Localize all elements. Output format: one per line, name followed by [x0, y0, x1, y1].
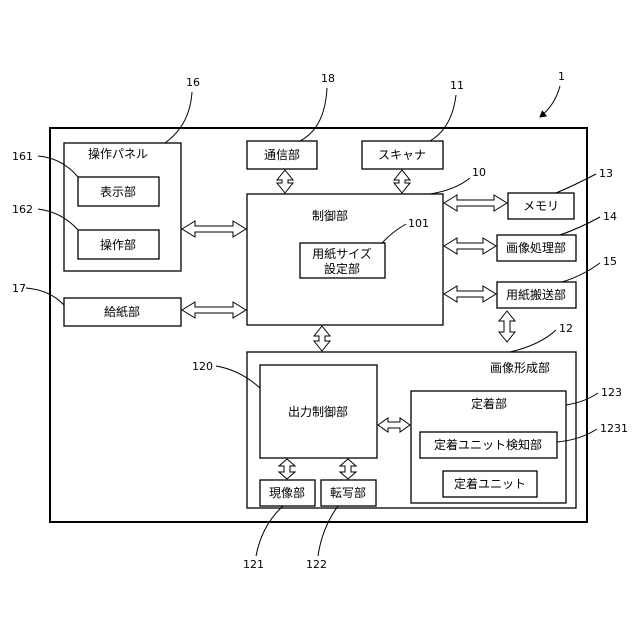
ref-paper-transport: 15	[603, 255, 617, 268]
lead-paper-transport	[562, 263, 600, 282]
ref-display: 161	[12, 150, 33, 163]
fixing-unit-detector-label: 定着ユニット検知部	[434, 437, 542, 452]
arrow-control-imageproc	[444, 238, 496, 254]
arrow-scanner-control	[394, 170, 410, 193]
memory-label: メモリ	[523, 199, 559, 213]
ref-paper-size-setting: 101	[408, 217, 429, 230]
lead-memory	[556, 174, 596, 193]
ref-fixing: 123	[601, 386, 622, 399]
operation-label: 操作部	[100, 237, 136, 252]
fixing-label: 定着部	[471, 396, 507, 411]
communication-label: 通信部	[264, 147, 300, 162]
control-label: 制御部	[312, 208, 348, 223]
ref-device: 1	[558, 70, 565, 83]
lead-paper-feed	[26, 288, 64, 305]
arrow-feed-control	[182, 302, 246, 318]
paper-transport-label: 用紙搬送部	[506, 287, 566, 302]
ref-memory: 13	[599, 167, 613, 180]
ref-operation-panel: 16	[186, 76, 200, 89]
ref-communication: 18	[321, 72, 335, 85]
arrow-comm-control	[277, 170, 293, 193]
fixing-unit-label: 定着ユニット	[454, 476, 526, 491]
lead-operation-panel	[165, 92, 192, 143]
image-forming-label: 画像形成部	[490, 360, 550, 375]
ref-image-processing: 14	[603, 210, 617, 223]
ref-paper-feed: 17	[12, 282, 26, 295]
ref-output-control: 120	[192, 360, 213, 373]
ref-transfer: 122	[306, 558, 327, 571]
paper-size-setting-label-1: 用紙サイズ	[312, 246, 372, 261]
lead-developing	[256, 506, 283, 556]
lead-image-forming	[510, 330, 556, 352]
lead-scanner	[430, 95, 456, 141]
ref-scanner: 11	[450, 79, 464, 92]
lead-transfer	[318, 506, 338, 556]
arrow-control-memory	[444, 195, 507, 211]
ref-developing: 121	[243, 558, 264, 571]
scanner-label: スキャナ	[378, 148, 426, 162]
ref-control: 10	[472, 166, 486, 179]
device-ref-arrow	[540, 86, 560, 117]
developing-label: 現像部	[269, 485, 305, 500]
arrow-control-imageforming	[314, 326, 330, 351]
lead-communication	[300, 88, 327, 141]
ref-fixing-unit-detector: 1231	[600, 422, 628, 435]
paper-feed-label: 給紙部	[104, 304, 140, 319]
lead-image-processing	[560, 217, 600, 235]
operation-panel-label: 操作パネル	[88, 146, 148, 161]
arrow-panel-control	[182, 221, 246, 237]
ref-operation: 162	[12, 203, 33, 216]
lead-control	[430, 178, 470, 194]
ref-image-forming: 12	[559, 322, 573, 335]
arrow-control-transport	[444, 286, 496, 302]
arrow-transport-imageforming	[499, 311, 515, 342]
image-processing-label: 画像処理部	[506, 240, 566, 255]
output-control-label: 出力制御部	[288, 404, 348, 419]
transfer-label: 転写部	[330, 485, 366, 500]
paper-size-setting-label-2: 設定部	[324, 261, 360, 276]
display-label: 表示部	[100, 184, 136, 199]
